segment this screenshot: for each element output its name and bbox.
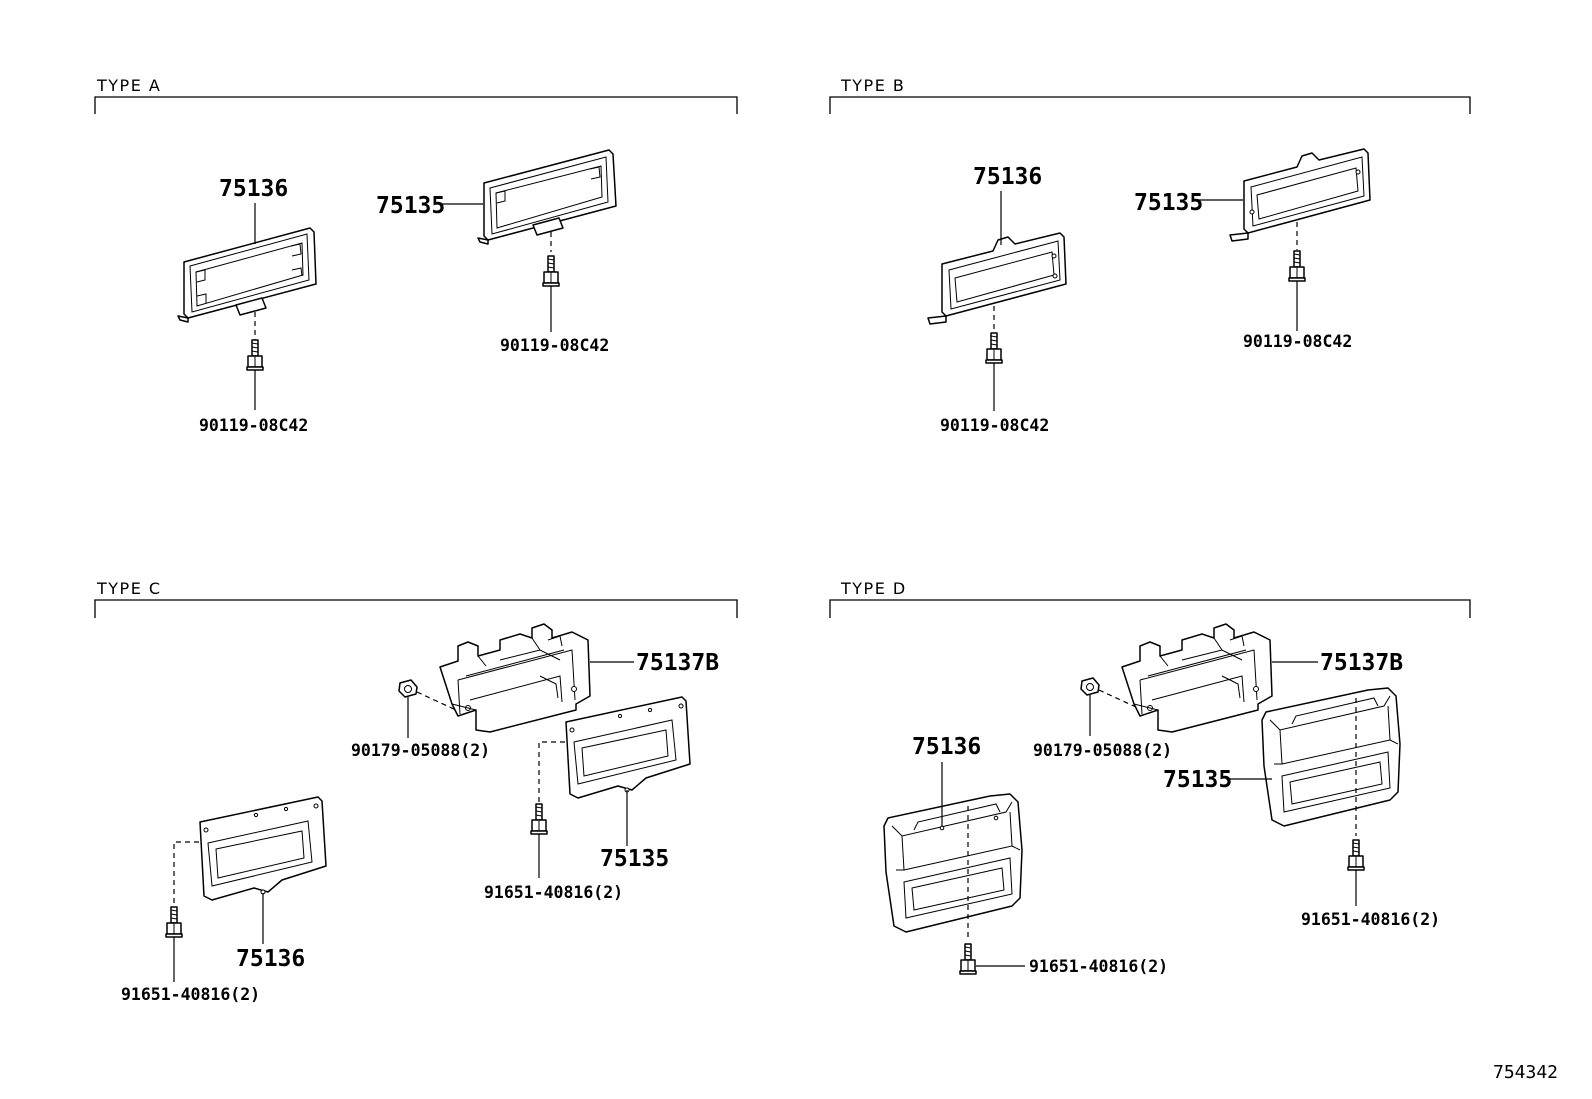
type-c-title: TYPE C — [96, 579, 162, 598]
type-b-label-bolt-2: 90119-08C42 — [1243, 332, 1352, 351]
type-c-label-75135: 75135 — [600, 846, 669, 872]
type-d-label-75135: 75135 — [1163, 767, 1232, 793]
type-c-label-bolt-2: 91651-40816(2) — [484, 883, 623, 902]
type-a-label-bolt-2: 90119-08C42 — [500, 336, 609, 355]
type-a-bracket-line — [94, 96, 738, 114]
reference-id: 754342 — [1493, 1062, 1558, 1083]
type-a-plate-75136 — [177, 227, 317, 323]
type-d-label-75137b: 75137B — [1320, 650, 1403, 676]
type-d-label-75136: 75136 — [912, 734, 981, 760]
type-c-label-nut: 90179-05088(2) — [351, 741, 490, 760]
type-d-label-bolt-2: 91651-40816(2) — [1301, 910, 1440, 929]
type-b-bracket-line — [829, 96, 1471, 114]
type-c-plate-75135 — [565, 696, 691, 799]
type-a-plate-75135 — [477, 149, 617, 245]
type-c-bracket-line — [94, 599, 738, 618]
type-d-cover-75135 — [1261, 687, 1401, 827]
type-b-label-bolt-1: 90119-08C42 — [940, 416, 1049, 435]
type-b-section: TYPE B 75136 90119-08C42 75135 90 — [829, 76, 1471, 435]
type-a-label-75135: 75135 — [376, 193, 445, 219]
type-d-section: TYPE D 75137B 90179-05088(2) — [829, 579, 1471, 976]
type-a-label-bolt-1: 90119-08C42 — [199, 416, 308, 435]
type-d-bracket-line — [829, 599, 1471, 618]
type-d-bracket-75137b — [1121, 623, 1273, 733]
type-b-label-75135: 75135 — [1134, 190, 1203, 216]
type-c-bracket-75137b — [439, 623, 591, 733]
type-a-label-75136: 75136 — [219, 176, 288, 202]
type-a-title: TYPE A — [96, 76, 161, 95]
type-b-plate-75135 — [1229, 148, 1371, 242]
type-c-label-75137b: 75137B — [636, 650, 719, 676]
type-b-label-75136: 75136 — [973, 164, 1042, 190]
type-d-title: TYPE D — [840, 579, 907, 598]
type-a-section: TYPE A 75136 90119-08C42 75135 — [94, 76, 738, 435]
type-c-plate-75136 — [199, 796, 327, 901]
type-b-title: TYPE B — [840, 76, 905, 95]
type-b-plate-75136 — [927, 232, 1067, 325]
type-c-label-75136: 75136 — [236, 946, 305, 972]
type-d-label-bolt-1: 91651-40816(2) — [1029, 957, 1168, 976]
type-d-label-nut: 90179-05088(2) — [1033, 741, 1172, 760]
type-c-section: TYPE C 75137B 90179-05088(2) — [94, 579, 738, 1004]
type-c-label-bolt-1: 91651-40816(2) — [121, 985, 260, 1004]
type-d-cover-75136 — [883, 793, 1023, 933]
